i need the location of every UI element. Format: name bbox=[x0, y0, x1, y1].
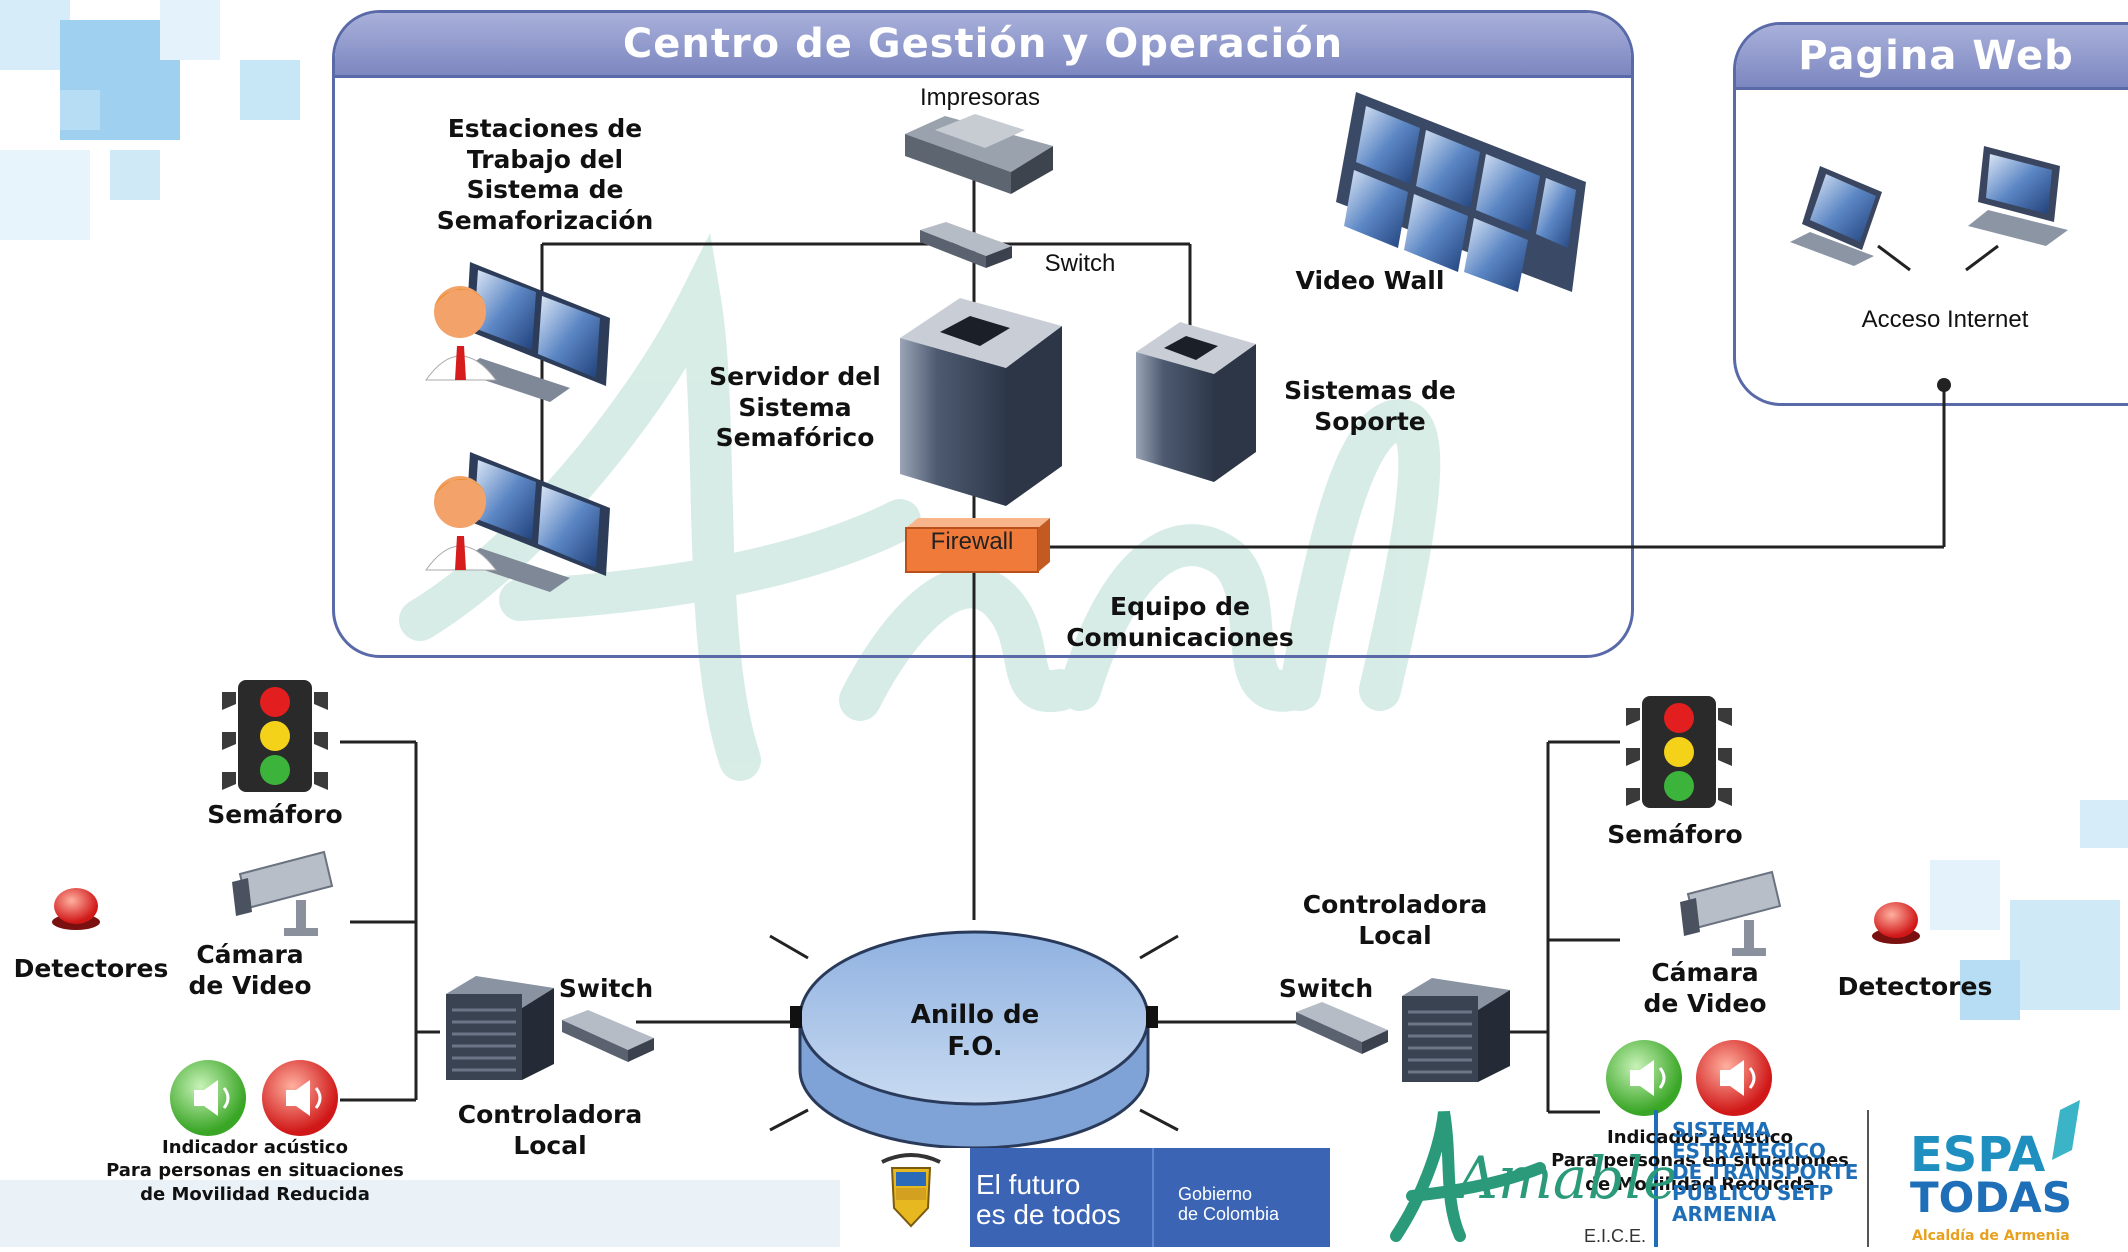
workstation-icon-1 bbox=[425, 262, 610, 402]
traffic-light-icon-left bbox=[222, 680, 328, 792]
espa-top-text: ESPA bbox=[1910, 1127, 2046, 1183]
fiber-ring bbox=[769, 890, 1179, 1170]
web-page-panel: Pagina Web bbox=[1733, 22, 2128, 406]
right-detectors-label: Detectores bbox=[1837, 972, 1993, 1001]
support-label: Sistemas de Soporte bbox=[1284, 376, 1456, 436]
feather-icon bbox=[2052, 1100, 2080, 1160]
right-traffic-light-label: Semáforo bbox=[1607, 820, 1743, 849]
support-server-icon bbox=[1136, 322, 1256, 482]
traffic-light-icon-right bbox=[1626, 696, 1732, 808]
amable-brand-text: Amable bbox=[1456, 1144, 1678, 1212]
printers-label: Impresoras bbox=[919, 84, 1041, 111]
gov-divider bbox=[1152, 1148, 1154, 1247]
laptop-icon-1 bbox=[1790, 166, 1882, 266]
printer-icon bbox=[905, 114, 1053, 194]
switch-icon-right bbox=[1296, 1002, 1388, 1054]
controller-icon-left bbox=[446, 976, 554, 1080]
right-acoustic-label: Indicador acústico Para personas en situ… bbox=[1551, 1127, 1849, 1195]
switch-icon-left bbox=[562, 1010, 654, 1062]
acoustic-indicator-icon-left bbox=[170, 1060, 338, 1136]
gov-slogan: El futuro es de todos bbox=[976, 1169, 1121, 1230]
right-controller-label: Controladora Local bbox=[1302, 890, 1488, 950]
workstations-label: Estaciones de Trabajo del Sistema de Sem… bbox=[436, 114, 654, 235]
espa-bottom-text: TODAS bbox=[1910, 1173, 2072, 1222]
alcaldia-label: Alcaldía de Armenia bbox=[1912, 1228, 2070, 1244]
switch-top-label: Switch bbox=[1044, 250, 1116, 277]
setp-text: SISTEMA ESTRATÉGICO DE TRANSPORTE PÚBLIC… bbox=[1672, 1118, 1859, 1226]
video-wall-label: Video Wall bbox=[1295, 266, 1445, 295]
amable-logo bbox=[1390, 1111, 1546, 1242]
switch-icon-top bbox=[920, 222, 1012, 268]
server-label: Servidor del Sistema Semafórico bbox=[709, 362, 881, 452]
video-wall-icon bbox=[1336, 92, 1586, 292]
controller-icon-right bbox=[1402, 978, 1510, 1082]
detector-icon-left bbox=[52, 888, 100, 930]
left-controller-label: Controladora Local bbox=[457, 1100, 643, 1160]
left-switch-label: Switch bbox=[558, 974, 654, 1003]
server-icon bbox=[900, 298, 1062, 506]
right-switch-label: Switch bbox=[1278, 974, 1374, 1003]
management-center-panel: Centro de Gestión y Operación bbox=[332, 10, 1634, 658]
firewall-label: Firewall bbox=[930, 528, 1014, 555]
gov-name: Gobierno de Colombia bbox=[1178, 1184, 1280, 1224]
web-page-title: Pagina Web bbox=[1736, 25, 2128, 90]
coat-of-arms-icon bbox=[852, 1148, 970, 1247]
left-camera-label: Cámara de Video bbox=[188, 940, 312, 1000]
internet-access-label: Acceso Internet bbox=[1861, 306, 2029, 333]
management-center-title: Centro de Gestión y Operación bbox=[335, 13, 1631, 78]
government-banner: El futuro es de todos Gobierno de Colomb… bbox=[852, 1148, 1330, 1247]
comm-equipment-label: Equipo de Comunicaciones bbox=[1066, 592, 1294, 652]
firewall-icon bbox=[905, 518, 1050, 573]
left-traffic-light-label: Semáforo bbox=[207, 800, 343, 829]
workstation-icon-2 bbox=[425, 452, 610, 592]
left-detectors-label: Detectores bbox=[13, 954, 169, 983]
left-acoustic-label: Indicador acústico Para personas en situ… bbox=[106, 1137, 404, 1205]
eice-label: E.I.C.E. bbox=[1584, 1226, 1647, 1246]
camera-icon-right bbox=[1680, 870, 1782, 956]
detector-icon-right bbox=[1872, 902, 1920, 944]
acoustic-indicator-icon-right bbox=[1606, 1040, 1772, 1116]
camera-icon-left bbox=[232, 850, 334, 936]
right-camera-label: Cámara de Video bbox=[1643, 958, 1767, 1018]
laptop-icon-2 bbox=[1968, 146, 2068, 246]
ring-label: Anillo de F.O. bbox=[910, 1000, 1040, 1062]
internet-node bbox=[1937, 378, 1951, 392]
